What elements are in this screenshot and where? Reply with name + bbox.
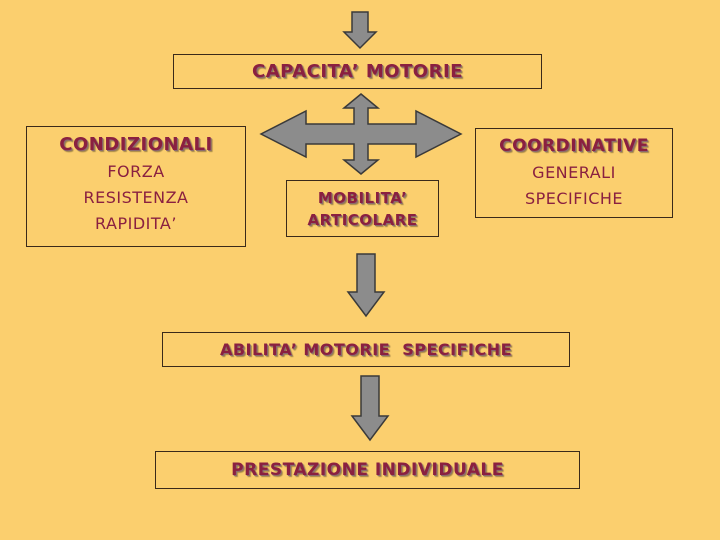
coordinative-item-generali: GENERALI — [532, 163, 616, 182]
condizionali-item-forza: FORZA — [107, 162, 165, 181]
abilita-motorie-title: ABILITA’ MOTORIE SPECIFICHE — [219, 340, 513, 359]
capacita-motorie-box: CAPACITA’ MOTORIE — [173, 54, 542, 89]
condizionali-item-resistenza: RESISTENZA — [83, 188, 189, 207]
down-arrow-icon-middle — [346, 253, 386, 318]
coordinative-box: COORDINATIVE GENERALI SPECIFICHE — [475, 128, 673, 218]
condizionali-box: CONDIZIONALI FORZA RESISTENZA RAPIDITA’ — [26, 126, 246, 247]
four-way-arrow-icon — [259, 93, 463, 175]
capacita-motorie-title: CAPACITA’ MOTORIE — [252, 61, 463, 82]
prestazione-individuale-title: PRESTAZIONE INDIVIDUALE — [231, 460, 504, 480]
coordinative-item-specifiche: SPECIFICHE — [524, 189, 624, 208]
mobilita-articolare-box: MOBILITA’ ARTICOLARE — [286, 180, 439, 237]
coordinative-title: COORDINATIVE — [499, 136, 649, 156]
prestazione-individuale-box: PRESTAZIONE INDIVIDUALE — [155, 451, 580, 489]
abilita-motorie-box: ABILITA’ MOTORIE SPECIFICHE — [162, 332, 570, 367]
down-arrow-icon-top — [342, 11, 378, 50]
condizionali-title: CONDIZIONALI — [59, 134, 213, 155]
down-arrow-icon-bottom — [350, 375, 390, 442]
articolare-line: ARTICOLARE — [307, 210, 418, 229]
condizionali-item-rapidita: RAPIDITA’ — [95, 214, 177, 233]
mobilita-line: MOBILITA’ — [317, 188, 408, 207]
